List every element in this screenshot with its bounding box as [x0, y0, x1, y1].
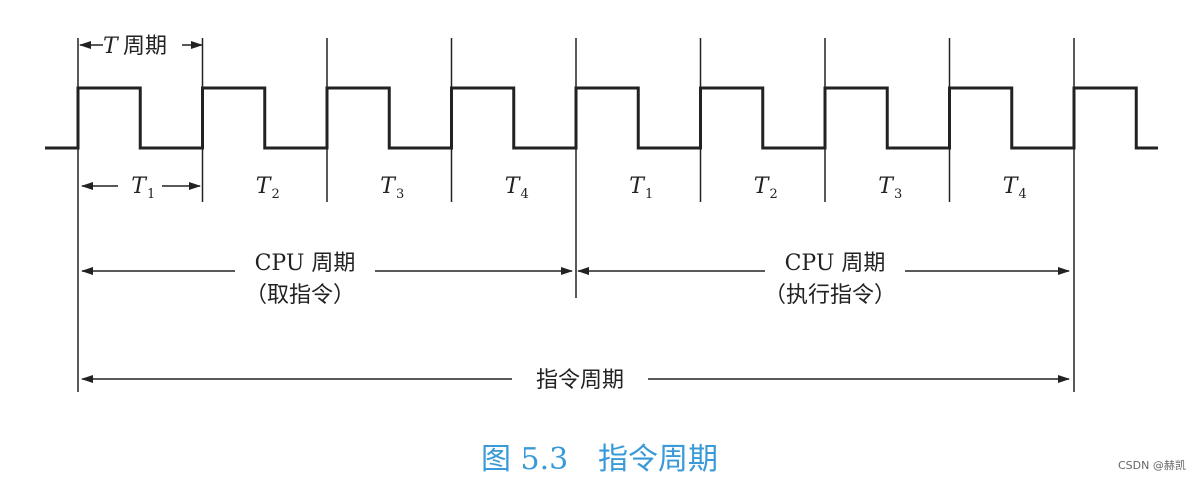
- watermark: CSDN @赫凯: [1118, 459, 1186, 472]
- fetch-label: （取指令）: [245, 283, 355, 308]
- cpu-cycle-label-fetch: CPU 周期: [255, 251, 356, 276]
- period-boundaries: [77, 38, 1075, 392]
- t-state-label: T1: [131, 174, 155, 202]
- figure-caption: 图 5.3 指令周期: [481, 442, 718, 477]
- instruction-cycle-label: 指令周期: [536, 368, 624, 393]
- t-state-label: T4: [1003, 174, 1027, 202]
- t-state-label: T3: [878, 174, 902, 202]
- figure-title: 指令周期: [598, 442, 718, 477]
- cpu-cycle-fetch: CPU 周期 （取指令）: [81, 251, 573, 308]
- cpu-cycle-label-execute: CPU 周期: [785, 251, 886, 276]
- t-state-label: T2: [256, 174, 280, 202]
- cpu-cycle-execute: CPU 周期 （执行指令）: [577, 251, 1070, 308]
- t-state-label: T4: [505, 174, 529, 202]
- t-period-text: 周期: [123, 34, 167, 59]
- t-state-labels: T1 T2 T3 T4 T1 T2 T3 T4: [131, 174, 1026, 202]
- instruction-cycle-span: 指令周期: [81, 368, 1070, 393]
- t-state-label: T1: [629, 174, 653, 202]
- t-state-label: T3: [380, 174, 404, 202]
- execute-label: （执行指令）: [764, 283, 896, 308]
- t-period-letter: T: [103, 34, 120, 59]
- t-period-marker: T 周期: [79, 34, 203, 59]
- t-state-label: T2: [754, 174, 778, 202]
- clock-waveform: [45, 86, 1158, 150]
- figure-number: 图 5.3: [481, 442, 568, 477]
